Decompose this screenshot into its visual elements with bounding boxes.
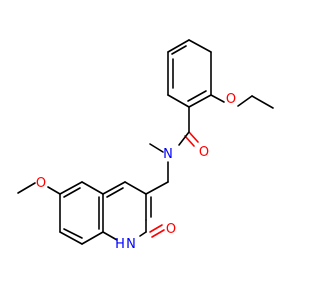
methoxy-group (17, 182, 61, 195)
ring-nh-h-label: H (115, 237, 125, 252)
ethoxy-group (210, 94, 274, 109)
benzene-ring-top (167, 39, 212, 108)
methoxy-oxygen-label: O (36, 176, 46, 191)
carbonyl-oxygen-label: O (199, 145, 209, 160)
ether-oxygen-label: O (226, 92, 236, 107)
quinolinone-ring (59, 181, 169, 245)
molecule-structure: O O N O O H N (17, 39, 274, 252)
amide-nitrogen-label: N (163, 147, 173, 162)
amide-group (149, 106, 199, 183)
ring-nitrogen-label: N (126, 237, 136, 252)
molecule-canvas: O O N O O H N (17, 39, 274, 252)
lactam-oxygen-label: O (166, 222, 176, 237)
